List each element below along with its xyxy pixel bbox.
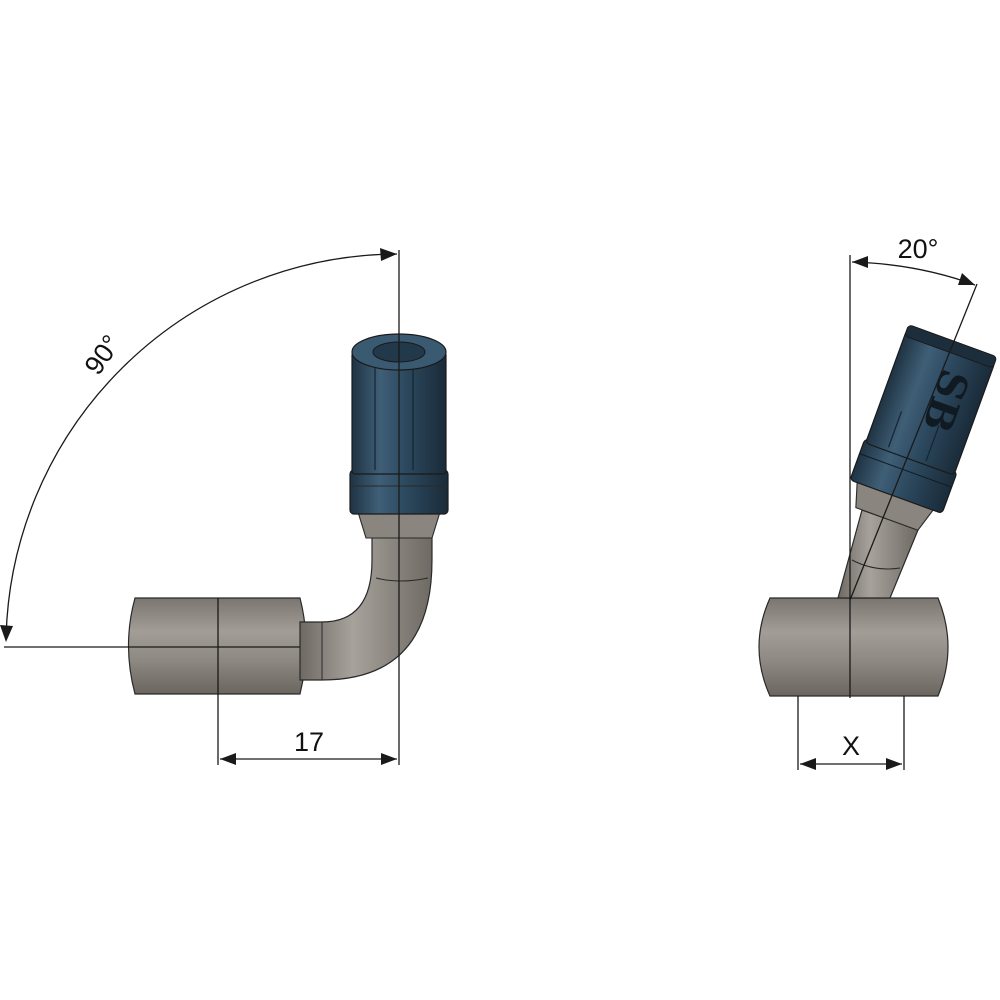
left-bent-tube	[299, 529, 433, 681]
right-axis-angled	[849, 283, 978, 601]
left-angle-arc	[5, 253, 398, 641]
right-angle-arrow-left	[852, 256, 868, 268]
left-banjo-eye	[127, 597, 307, 695]
left-tube-ring	[375, 577, 429, 582]
right-width-arrow-right	[886, 758, 902, 770]
right-angle-arrow-right	[958, 273, 975, 285]
left-width-arrow-left	[220, 753, 236, 765]
right-width-arrow-left	[800, 758, 816, 770]
left-angle-arrow-tail	[0, 625, 13, 642]
right-tube-ring	[851, 559, 901, 570]
right-dimensions: 20° X	[797, 234, 978, 770]
right-fitting-20deg: SB	[758, 325, 997, 697]
left-width-label: 17	[294, 727, 324, 757]
right-width-label: X	[842, 731, 860, 761]
left-angle-arrow-head	[380, 248, 397, 261]
right-angle-label: 20°	[898, 234, 939, 264]
left-angle-label: 90°	[79, 330, 127, 381]
right-angle-arc	[851, 261, 976, 286]
right-banjo-eye	[758, 597, 949, 697]
left-fitting-90deg	[127, 333, 449, 695]
left-width-arrow-right	[381, 753, 397, 765]
